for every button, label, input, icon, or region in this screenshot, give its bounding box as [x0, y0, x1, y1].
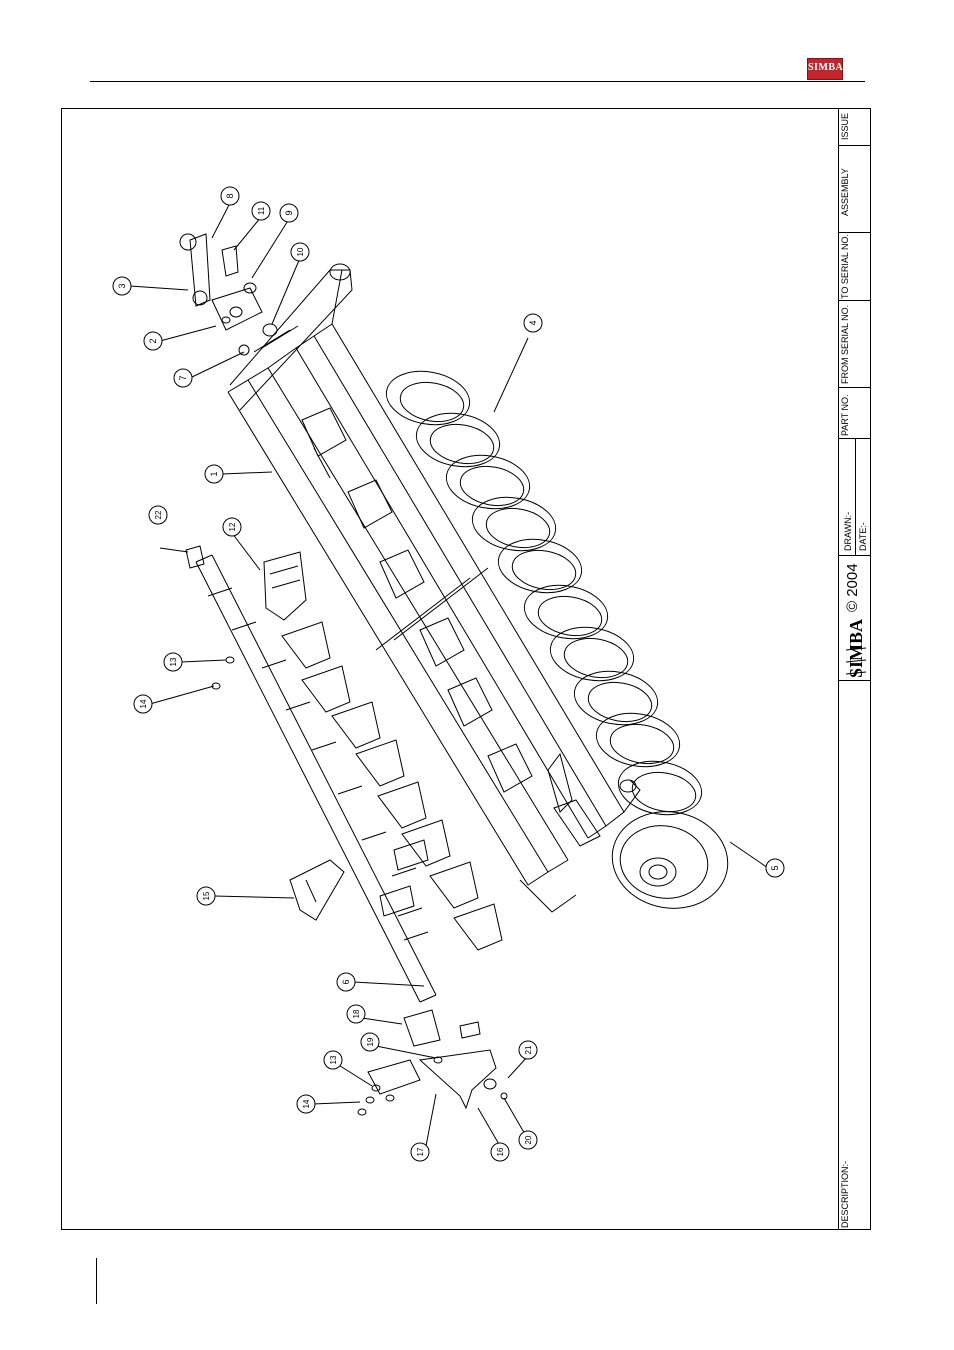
callout-8: 8 — [221, 187, 239, 205]
leader-lines — [130, 203, 768, 1146]
callout-20: 20 — [519, 1131, 537, 1149]
svg-text:4: 4 — [528, 320, 538, 325]
callout-22: 22 — [149, 506, 167, 524]
callout-4: 4 — [524, 314, 542, 332]
svg-text:2: 2 — [148, 338, 158, 343]
callout-balloons: 1 2 3 4 5 6 7 8 9 10 11 12 22 13 14 15 1… — [113, 187, 784, 1161]
svg-text:7: 7 — [178, 375, 188, 380]
svg-text:15: 15 — [202, 891, 211, 900]
callout-17: 17 — [411, 1143, 429, 1161]
callout-13b: 13 — [324, 1051, 342, 1069]
svg-text:9: 9 — [284, 210, 294, 215]
callout-13: 13 — [164, 653, 182, 671]
callout-15: 15 — [197, 887, 215, 905]
svg-text:1: 1 — [209, 471, 219, 476]
frame-clamps — [302, 408, 600, 846]
svg-text:5: 5 — [770, 865, 780, 870]
svg-text:8: 8 — [225, 193, 235, 198]
svg-text:22: 22 — [154, 510, 163, 519]
headstock-assembly — [180, 234, 277, 355]
svg-text:21: 21 — [524, 1045, 533, 1054]
svg-text:14: 14 — [302, 1099, 311, 1108]
svg-text:13: 13 — [329, 1055, 338, 1064]
callout-7: 7 — [174, 369, 192, 387]
callout-16: 16 — [491, 1143, 509, 1161]
callout-18: 18 — [347, 1005, 365, 1023]
callout-12: 12 — [223, 518, 241, 536]
callout-19: 19 — [361, 1033, 379, 1051]
callout-1: 1 — [205, 465, 223, 483]
callout-2: 2 — [144, 332, 162, 350]
svg-text:16: 16 — [496, 1147, 505, 1156]
callout-14b: 14 — [297, 1095, 315, 1113]
svg-text:14: 14 — [139, 699, 148, 708]
callout-9: 9 — [280, 204, 298, 222]
svg-text:6: 6 — [341, 979, 351, 984]
callout-6: 6 — [337, 973, 355, 991]
callout-14: 14 — [134, 695, 152, 713]
svg-text:20: 20 — [524, 1135, 533, 1144]
loose-parts — [212, 657, 507, 1115]
svg-text:13: 13 — [169, 657, 178, 666]
callout-3: 3 — [113, 277, 131, 295]
svg-text:10: 10 — [296, 247, 305, 256]
svg-text:12: 12 — [228, 522, 237, 531]
title-logo-marks — [846, 648, 866, 674]
svg-text:11: 11 — [257, 206, 266, 215]
callout-21: 21 — [519, 1041, 537, 1059]
callout-11: 11 — [252, 202, 270, 220]
callout-5: 5 — [766, 859, 784, 877]
svg-text:17: 17 — [416, 1147, 425, 1156]
svg-text:19: 19 — [366, 1037, 375, 1046]
svg-text:18: 18 — [352, 1009, 361, 1018]
svg-text:3: 3 — [117, 283, 127, 288]
callout-10: 10 — [291, 243, 309, 261]
